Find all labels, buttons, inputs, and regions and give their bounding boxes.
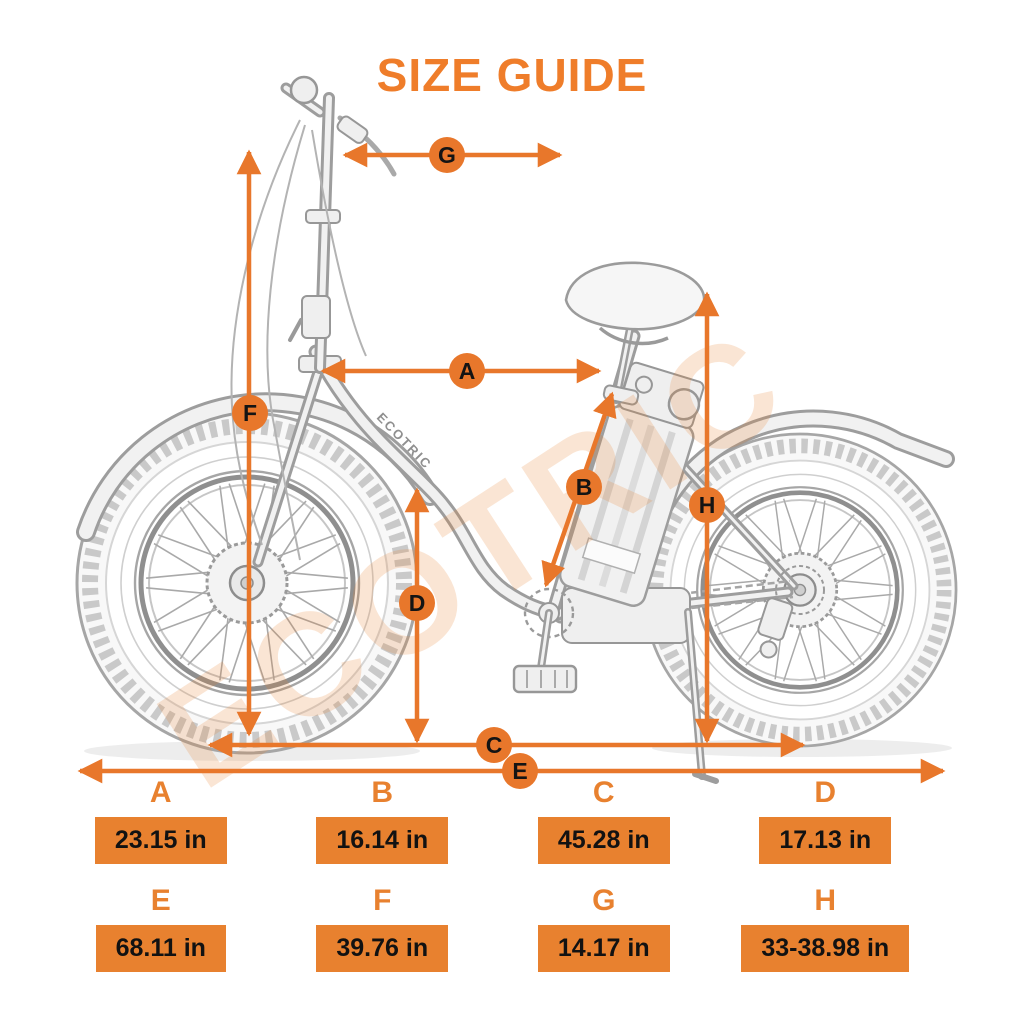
measurement-value-c: 45.28 in xyxy=(537,817,670,864)
measurement-letter-h: H xyxy=(814,884,837,917)
marker-circle-d xyxy=(399,585,435,621)
dimension-h: H xyxy=(689,291,725,744)
marker-letter-e: E xyxy=(512,758,527,784)
shift-cable xyxy=(311,129,367,357)
saddle-rails xyxy=(598,326,669,346)
measurement-value-g: 14.17 in xyxy=(537,925,670,972)
marker-circle-a xyxy=(449,353,485,389)
marker-letter-c: C xyxy=(486,732,503,758)
marker-letter-d: D xyxy=(409,590,426,616)
rear-derailleur xyxy=(757,597,794,659)
marker-circle-e xyxy=(502,753,538,789)
marker-circle-c xyxy=(476,727,512,763)
measurement-e: E 68.11 in xyxy=(50,884,272,972)
dimension-annotations: G F A B D xyxy=(77,137,946,789)
marker-letter-h: H xyxy=(699,492,716,518)
hinge-lever xyxy=(288,318,303,342)
pedal xyxy=(512,664,578,694)
marker-letter-g: G xyxy=(438,142,456,168)
measurement-value-d: 17.13 in xyxy=(759,817,892,864)
measurement-letter-f: F xyxy=(373,884,392,917)
measurement-value-a: 23.15 in xyxy=(94,817,227,864)
marker-letter-f: F xyxy=(243,400,257,426)
measurement-h: H 33-38.98 in xyxy=(715,884,937,972)
folding-hinge xyxy=(301,295,331,339)
dimension-g: G xyxy=(342,137,563,173)
measurement-value-e: 68.11 in xyxy=(95,925,226,972)
brake-cable-mid xyxy=(266,124,306,561)
measurement-letter-a: A xyxy=(149,776,172,809)
measurement-g: G 14.17 in xyxy=(493,884,715,972)
marker-circle-g xyxy=(429,137,465,173)
freewheel xyxy=(775,565,825,615)
measurement-table: A 23.15 in B 16.14 in C 45.28 in D 17.13… xyxy=(50,776,936,972)
shifter xyxy=(336,115,369,144)
dimension-b: B xyxy=(541,391,617,588)
pedal-treads xyxy=(526,670,568,688)
measurement-c: C 45.28 in xyxy=(493,776,715,864)
measurement-f: F 39.76 in xyxy=(272,884,494,972)
measurement-letter-g: G xyxy=(592,884,616,917)
stem-clamp-ring xyxy=(305,209,341,224)
marker-circle-h xyxy=(689,487,725,523)
dimension-d: D xyxy=(399,487,435,744)
battery-head-hardware xyxy=(618,361,705,429)
measurement-b: B 16.14 in xyxy=(272,776,494,864)
dimension-e: E xyxy=(77,753,946,789)
measurement-letter-c: C xyxy=(592,776,615,809)
measurement-letter-d: D xyxy=(814,776,837,809)
marker-circle-b xyxy=(566,469,602,505)
measurement-value-b: 16.14 in xyxy=(316,817,449,864)
dimension-c: C xyxy=(207,727,806,763)
marker-letter-a: A xyxy=(459,358,476,384)
marker-letter-b: B xyxy=(576,474,593,500)
saddle xyxy=(564,261,706,331)
measurement-d: D 17.13 in xyxy=(715,776,937,864)
measurement-value-h: 33-38.98 in xyxy=(741,925,910,972)
measurement-letter-b: B xyxy=(371,776,394,809)
measurement-letter-e: E xyxy=(150,884,171,917)
dimension-a: A xyxy=(320,353,602,389)
marker-circle-f xyxy=(232,395,268,431)
bell xyxy=(289,75,319,105)
measurement-a: A 23.15 in xyxy=(50,776,272,864)
measurement-value-f: 39.76 in xyxy=(316,925,449,972)
page-title: SIZE GUIDE xyxy=(376,49,648,101)
dimension-f: F xyxy=(232,149,268,737)
